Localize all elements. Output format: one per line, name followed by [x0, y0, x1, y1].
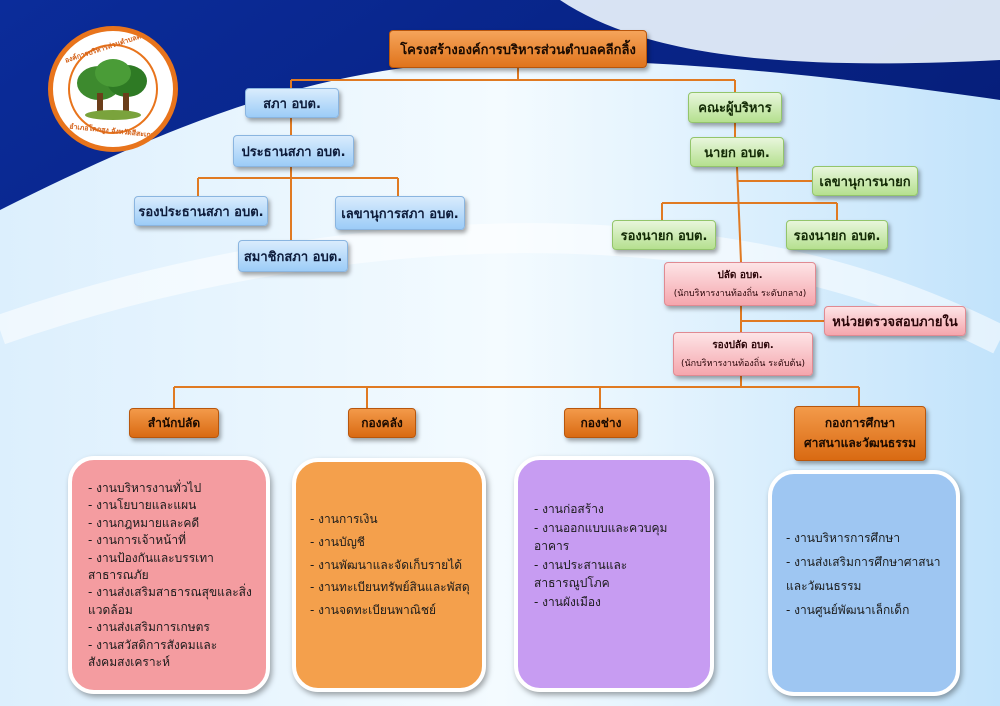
palad-subtitle: (นักบริหารงานท้องถิ่น ระดับกลาง) [673, 289, 807, 299]
council-president: ประธานสภา อบต. [233, 135, 354, 167]
deputy-palad-title: รองปลัด อบต. [712, 340, 774, 351]
dept-header-palad-office: สำนักปลัด [129, 408, 219, 438]
list-item: - งานก่อสร้าง [534, 502, 604, 516]
deputy-palad-subtitle: (นักบริหารงานท้องถิ่น ระดับต้น) [680, 359, 805, 369]
dept-header-engineering: กองช่าง [564, 408, 638, 438]
chart-title: โครงสร้างองค์การบริหารส่วนตำบลคลีกลิ้ง [389, 30, 647, 68]
list-item: - งานบัญชี [310, 534, 365, 549]
list-item: - งานผังเมือง [534, 594, 601, 609]
tree-icon [68, 44, 158, 134]
executive-deputy-mayor-right: รองนายก อบต. [786, 220, 888, 250]
deputy-palad-box: รองปลัด อบต. (นักบริหารงานท้องถิ่น ระดับ… [673, 332, 813, 376]
dept-panel-palad-office: - งานบริหารงานทั่วไป - งานโยบายและแผน - … [68, 456, 270, 694]
list-item: - งานโยบายและแผน [88, 498, 197, 513]
list-item: - งานบริหารงานทั่วไป [88, 481, 202, 495]
list-item: - งานสวัสดิการสังคมและสังคมสงเคราะห์ [88, 637, 218, 669]
list-item: - งานบริหารการศึกษา [786, 531, 901, 545]
council-head: สภา อบต. [245, 88, 339, 118]
dept-panel-engineering: - งานก่อสร้าง - งานออกแบบและควบคุมอาคาร … [514, 456, 714, 692]
dept-header-finance: กองคลัง [348, 408, 416, 438]
org-logo: องค์การบริหารส่วนตำบลคลีกลิ้ง อำเภอโคกสู… [48, 26, 178, 152]
executive-head: คณะผู้บริหาร [688, 92, 782, 123]
list-item: - งานส่งเสริมการศึกษาศาสนาและวัฒนธรรม [786, 555, 941, 593]
palad-title: ปลัด อบต. [717, 270, 763, 281]
dept-panel-finance: - งานการเงิน - งานบัญชี - งานพัฒนาและจัด… [292, 458, 486, 692]
internal-audit-unit: หน่วยตรวจสอบภายใน [824, 306, 966, 336]
executive-deputy-mayor-left: รองนายก อบต. [612, 220, 716, 250]
dept-panel-education: - งานบริหารการศึกษา - งานส่งเสริมการศึกษ… [768, 470, 960, 696]
executive-mayor-secretary: เลขานุการนายก [812, 166, 918, 196]
list-item: - งานการเจ้าหน้าที่ [88, 533, 187, 548]
list-item: - งานออกแบบและควบคุมอาคาร [534, 520, 668, 554]
list-item: - งานพัฒนาและจัดเก็บรายได้ [310, 557, 463, 572]
palad-box: ปลัด อบต. (นักบริหารงานท้องถิ่น ระดับกลา… [664, 262, 816, 306]
dept-header-education: กองการศึกษา ศาสนาและวัฒนธรรม [794, 406, 926, 461]
list-item: - งานศูนย์พัฒนาเล็กเด็ก [786, 603, 910, 617]
list-item: - งานกฎหมายและคดี [88, 515, 200, 530]
council-vice-president: รองประธานสภา อบต. [134, 196, 268, 226]
dept-header-education-line2: ศาสนาและวัฒนธรรม [803, 435, 917, 450]
list-item: - งานประสานและสาธารณูปโภค [534, 557, 628, 591]
list-item: - งานทะเบียนทรัพย์สินและพัสดุ [310, 580, 470, 595]
list-item: - งานจดทะเบียนพาณิชย์ [310, 603, 437, 618]
executive-mayor: นายก อบต. [690, 137, 784, 167]
council-secretary: เลขานุการสภา อบต. [335, 196, 465, 230]
list-item: - งานส่งเสริมสาธารณสุขและสิ่งแวดล้อม [88, 585, 252, 617]
council-member: สมาชิกสภา อบต. [238, 240, 348, 272]
dept-header-education-line1: กองการศึกษา [824, 416, 896, 431]
list-item: - งานการเงิน [310, 512, 378, 526]
list-item: - งานส่งเสริมการเกษตร [88, 620, 210, 635]
list-item: - งานป้องกันและบรรเทาสาธารณภัย [88, 550, 214, 582]
